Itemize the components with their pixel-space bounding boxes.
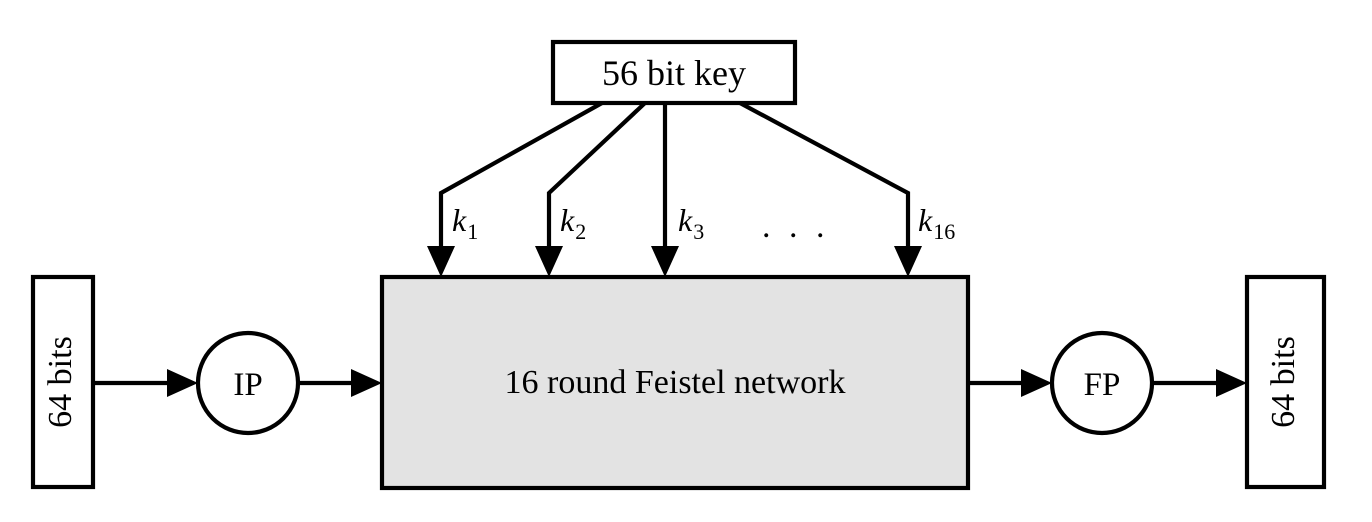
final-permutation-node[interactable]: FP: [1049, 330, 1155, 436]
connector-ip-to-feistel: [298, 369, 382, 397]
connector-input-to-ip: [93, 369, 198, 397]
connector-input-to-ip-arrowhead: [167, 369, 198, 397]
subkey-label-k3: k3: [678, 202, 704, 244]
subkey-connector-k1: [427, 101, 604, 277]
feistel-network-rect: [379, 274, 971, 491]
subkey-arrowhead-k3: [651, 246, 679, 277]
input-block-label: 64 bits: [42, 336, 79, 428]
initial-permutation-label: IP: [233, 367, 262, 403]
subkey-ellipsis: . . .: [762, 208, 830, 245]
subkey-line-k1: [438, 101, 604, 261]
connector-ip-to-feistel-arrowhead: [351, 369, 382, 397]
key-block-label: 56 bit key: [602, 53, 746, 93]
key-block-rect: [550, 39, 798, 106]
connector-fp-to-output-arrowhead: [1216, 369, 1247, 397]
subkey-connectors: [427, 101, 922, 277]
feistel-network-node[interactable]: 16 round Feistel network: [379, 274, 971, 491]
subkey-line-k2: [546, 101, 647, 261]
input-block-node[interactable]: 64 bits: [30, 274, 96, 490]
subkey-arrowhead-k1: [427, 246, 455, 277]
key-block-node[interactable]: 56 bit key: [550, 39, 798, 106]
subkey-connector-k16: [739, 101, 922, 277]
output-block-node[interactable]: 64 bits: [1244, 274, 1327, 490]
subkey-label-k16: k16: [918, 202, 955, 244]
output-block-label: 64 bits: [1265, 336, 1302, 428]
connector-feistel-to-fp-arrowhead: [1021, 369, 1052, 397]
subkey-connector-k3: [651, 103, 679, 277]
connector-feistel-to-fp: [968, 369, 1052, 397]
subkey-arrowhead-k2: [535, 246, 563, 277]
subkey-line-k16: [739, 101, 911, 261]
initial-permutation-node[interactable]: IP: [195, 330, 301, 436]
connector-fp-to-output: [1152, 369, 1247, 397]
subkey-label-k2: k2: [560, 202, 586, 244]
feistel-network-label: 16 round Feistel network: [505, 364, 846, 401]
output-block-rect: [1244, 274, 1327, 490]
subkey-connector-k2: [535, 101, 647, 277]
subkey-label-k1: k1: [452, 202, 478, 244]
final-permutation-label: FP: [1084, 367, 1121, 403]
subkey-arrowhead-k16: [894, 246, 922, 277]
subkey-labels: k1 k2 k3 k16 . . .: [452, 202, 955, 245]
